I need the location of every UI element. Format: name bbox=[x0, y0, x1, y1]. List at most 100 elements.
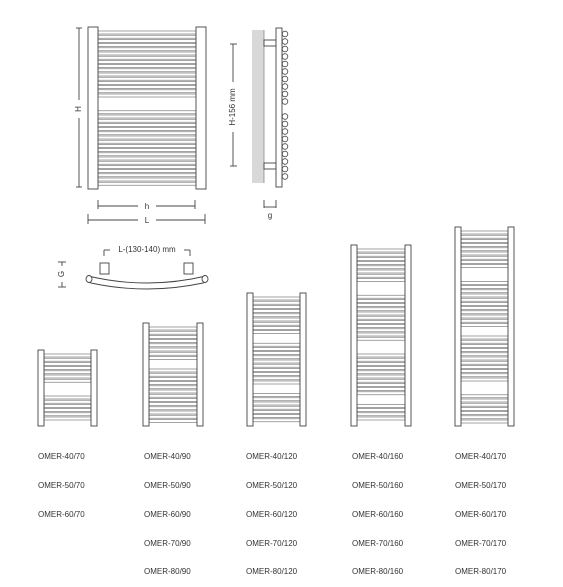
side-height-dimension bbox=[230, 43, 237, 167]
left-post bbox=[87, 26, 99, 190]
horizontal-tube bbox=[356, 252, 406, 257]
horizontal-tube bbox=[97, 30, 197, 35]
horizontal-tube bbox=[252, 355, 301, 360]
model-label: OMER-60/170 bbox=[455, 509, 507, 519]
horizontal-tube bbox=[356, 383, 406, 387]
horizontal-tube bbox=[148, 339, 198, 343]
left-post bbox=[350, 244, 358, 427]
tube-end bbox=[281, 158, 289, 165]
horizontal-tube bbox=[460, 348, 509, 352]
horizontal-tube bbox=[356, 248, 406, 253]
pipe-spacing-label: L-(130-140) mm bbox=[118, 245, 176, 254]
model-label: OMER-60/120 bbox=[246, 509, 298, 519]
tube-end bbox=[281, 165, 289, 173]
outer-width-label: L bbox=[145, 216, 150, 225]
horizontal-tube bbox=[460, 243, 509, 247]
left-post bbox=[142, 322, 150, 427]
horizontal-tube bbox=[148, 368, 198, 373]
tube-end bbox=[281, 68, 289, 75]
model-label: OMER-60/160 bbox=[352, 509, 404, 519]
model-labels-120: OMER-40/120 OMER-50/120 OMER-60/120 OMER… bbox=[246, 433, 297, 587]
horizontal-tube bbox=[356, 265, 406, 270]
height-dimension bbox=[76, 27, 82, 188]
horizontal-tube bbox=[356, 374, 406, 379]
horizontal-tube bbox=[252, 405, 301, 410]
horizontal-tube bbox=[97, 51, 197, 56]
left-post bbox=[37, 349, 45, 427]
horizontal-tube bbox=[252, 372, 301, 376]
horizontal-tube bbox=[356, 366, 406, 370]
radiator-front bbox=[37, 349, 98, 427]
horizontal-tube bbox=[148, 385, 198, 390]
tube-end bbox=[281, 98, 289, 105]
horizontal-tube bbox=[356, 269, 406, 274]
horizontal-tube bbox=[148, 393, 198, 398]
horizontal-tube bbox=[97, 165, 197, 169]
left-post bbox=[454, 226, 462, 427]
model-label: OMER-40/160 bbox=[352, 452, 404, 462]
horizontal-tube bbox=[252, 359, 301, 364]
horizontal-tube bbox=[252, 342, 301, 347]
horizontal-tube bbox=[460, 356, 509, 361]
horizontal-tube bbox=[356, 404, 406, 408]
horizontal-tube bbox=[148, 335, 198, 339]
model-label: OMER-80/170 bbox=[455, 567, 507, 577]
horizontal-tube bbox=[43, 353, 92, 358]
horizontal-tube bbox=[252, 296, 301, 301]
horizontal-tube bbox=[97, 34, 197, 39]
model-labels-170: OMER-40/170 OMER-50/170 OMER-60/170 OMER… bbox=[455, 433, 506, 587]
horizontal-tube bbox=[252, 326, 301, 330]
model-label: OMER-40/120 bbox=[246, 452, 298, 462]
horizontal-tube bbox=[148, 402, 198, 406]
horizontal-tube bbox=[43, 412, 92, 417]
horizontal-tube bbox=[97, 47, 197, 52]
horizontal-tube bbox=[356, 315, 406, 320]
horizontal-tube bbox=[460, 289, 509, 294]
horizontal-tube bbox=[43, 395, 92, 400]
horizontal-tube bbox=[460, 230, 509, 235]
model-label: OMER-70/90 bbox=[144, 538, 191, 548]
horizontal-tube bbox=[148, 343, 198, 348]
horizontal-tube bbox=[356, 320, 406, 324]
horizontal-tube bbox=[252, 380, 301, 385]
horizontal-tube bbox=[97, 169, 197, 173]
radiator-front bbox=[454, 226, 515, 427]
horizontal-tube bbox=[356, 324, 406, 328]
horizontal-tube bbox=[252, 317, 301, 322]
bottom-bracket bbox=[263, 162, 277, 170]
tube-end bbox=[281, 150, 289, 158]
horizontal-tube bbox=[460, 373, 509, 378]
model-label: OMER-60/70 bbox=[38, 509, 85, 519]
right-post bbox=[90, 349, 98, 427]
model-label: OMER-50/160 bbox=[352, 480, 404, 490]
horizontal-tube bbox=[97, 43, 197, 47]
horizontal-tube bbox=[252, 401, 301, 406]
right-post bbox=[404, 244, 412, 427]
model-range bbox=[37, 226, 515, 427]
radiator-front bbox=[87, 26, 207, 190]
inner-width-dimension bbox=[97, 200, 196, 209]
model-label: OMER-80/120 bbox=[246, 567, 298, 577]
tube-end bbox=[281, 143, 289, 150]
horizontal-tube bbox=[460, 306, 509, 310]
horizontal-tube bbox=[252, 321, 301, 326]
tube-end bbox=[281, 128, 289, 135]
horizontal-tube bbox=[460, 339, 509, 344]
radiator-front bbox=[246, 292, 307, 427]
horizontal-tube bbox=[148, 406, 198, 411]
horizontal-tube bbox=[97, 181, 197, 186]
horizontal-tube bbox=[97, 177, 197, 182]
horizontal-tube bbox=[148, 398, 198, 402]
horizontal-tube bbox=[97, 152, 197, 157]
model-label: OMER-80/90 bbox=[144, 567, 191, 577]
horizontal-tube bbox=[356, 273, 406, 278]
horizontal-tube bbox=[460, 365, 509, 369]
horizontal-tube bbox=[43, 416, 92, 421]
horizontal-tube bbox=[460, 377, 509, 382]
horizontal-tube bbox=[460, 264, 509, 268]
horizontal-tube bbox=[97, 81, 197, 85]
model-label: OMER-70/170 bbox=[455, 538, 507, 548]
horizontal-tube bbox=[43, 408, 92, 412]
horizontal-tube bbox=[356, 332, 406, 337]
horizontal-tube bbox=[97, 76, 197, 81]
